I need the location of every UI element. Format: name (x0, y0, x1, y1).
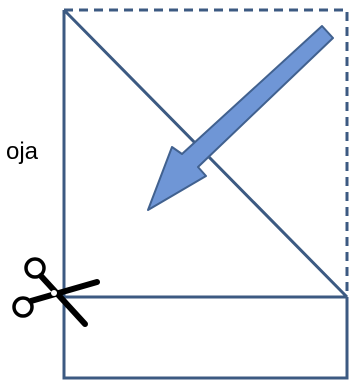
folded-sheet-outline (62, 10, 349, 380)
cropped-label-text: oja (6, 138, 39, 165)
scissors-icon (12, 257, 100, 327)
fold-arrow-icon (147, 25, 334, 211)
original-sheet-dashed-outline (64, 8, 349, 297)
